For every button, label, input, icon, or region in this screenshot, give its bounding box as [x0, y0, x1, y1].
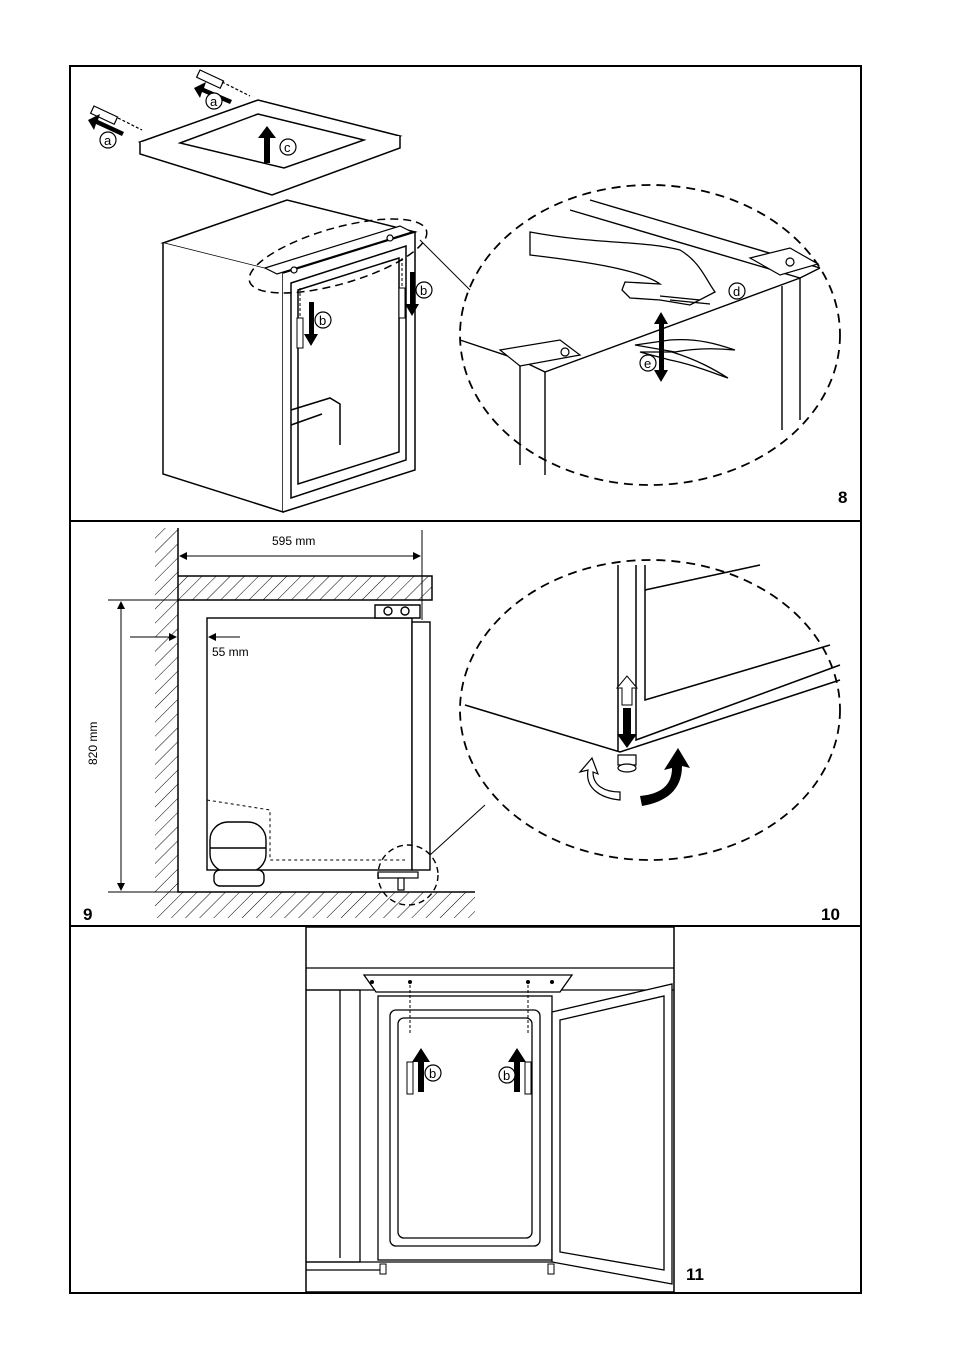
screw-hole — [526, 980, 530, 984]
figure-number-11: 11 — [686, 1265, 704, 1284]
dimension-595: 595 mm — [272, 534, 315, 548]
rotate-arrow-right — [640, 748, 690, 806]
figure-number-8: 8 — [838, 488, 847, 507]
figure-11: b b 11 — [306, 927, 704, 1292]
arrow-down-filled — [617, 708, 637, 748]
compressor-icon — [210, 822, 266, 886]
hand-icon — [530, 232, 715, 305]
callout-b2: b — [420, 283, 427, 298]
zoom-appliance-corner — [465, 565, 840, 752]
dimension-55: 55 mm — [212, 645, 249, 659]
zoom-cabinet — [460, 200, 820, 475]
callout-b11b: b — [503, 1068, 510, 1083]
wall-hatch — [155, 528, 178, 892]
cabinet-body — [163, 200, 415, 512]
screw-hole — [550, 980, 554, 984]
figure-10: 10 — [460, 560, 840, 924]
figure-9: 595 mm 55 mm 820 mm 9 — [83, 528, 485, 924]
adjust-foot-icon — [618, 755, 636, 772]
arrow-up-outline — [617, 676, 637, 705]
callout-e: e — [644, 356, 651, 371]
detail-zoom-ellipse — [460, 185, 840, 485]
figure-number-10: 10 — [821, 905, 840, 924]
callout-b1: b — [319, 313, 326, 328]
foot-zoom-ellipse — [460, 560, 840, 860]
counter-hatch — [178, 576, 432, 600]
screw-hole — [408, 980, 412, 984]
figure-number-9: 9 — [83, 905, 92, 924]
kitchen-unit — [306, 968, 674, 1284]
callout-b11a: b — [429, 1066, 436, 1081]
screw-hole — [370, 980, 374, 984]
callout-a2: a — [104, 133, 112, 148]
screw-icon — [380, 985, 554, 1274]
callout-c: c — [284, 140, 291, 155]
leader-line — [430, 805, 485, 855]
figure-8: c a a — [88, 70, 847, 512]
rotate-arrow-left — [580, 758, 620, 800]
dimension-820: 820 mm — [86, 722, 100, 765]
foot-icon — [378, 872, 418, 890]
floor-hatch — [155, 892, 475, 918]
callout-a1: a — [210, 94, 218, 109]
callout-d: d — [733, 284, 740, 299]
